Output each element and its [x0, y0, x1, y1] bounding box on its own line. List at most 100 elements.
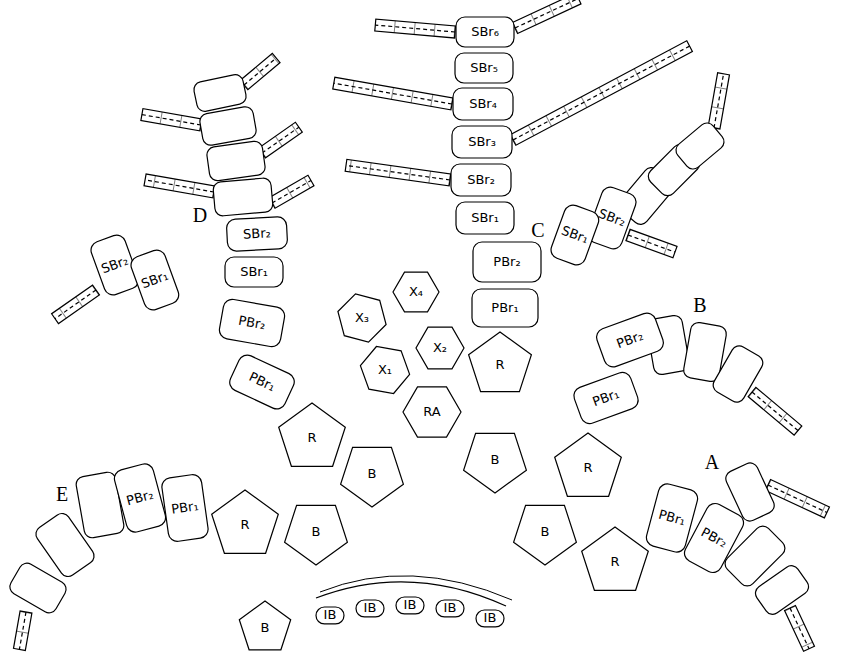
plate-label: X₂: [433, 341, 447, 356]
plate-label: B: [312, 525, 321, 540]
plate-outline: [514, 505, 577, 565]
plate-label: R: [583, 461, 592, 476]
plate-outline: [393, 272, 439, 312]
plate: SBr₁: [224, 256, 284, 288]
plate: X₄: [392, 268, 440, 316]
plate-outline: [436, 600, 464, 617]
plate-outline: [227, 352, 297, 412]
plate-label: SBr₃: [468, 135, 496, 150]
plate-outline: [594, 311, 666, 370]
groove-line: [262, 127, 299, 153]
plate: R: [466, 331, 534, 399]
plate-outline: [473, 242, 541, 282]
ray-letter: B: [693, 295, 706, 315]
plate-outline: [456, 202, 514, 234]
plate: R: [209, 489, 281, 561]
pinnule-segment: [748, 387, 802, 435]
plate: B: [511, 498, 579, 566]
plate-label: PBr₁: [491, 301, 518, 316]
plate: SBr₆: [455, 16, 515, 48]
ray-letter: C: [531, 220, 544, 240]
plate-label: IB: [324, 608, 337, 623]
plate-outline: [225, 257, 283, 287]
pinnule: [333, 77, 453, 110]
plate-outline: [316, 607, 344, 624]
plate: SBr₄: [452, 87, 514, 121]
plate: SBr₁: [127, 246, 182, 313]
plate: IB: [355, 599, 385, 618]
plate-outline: [455, 53, 513, 83]
plate: X₂: [415, 323, 465, 373]
plate-label: SBr₄: [469, 97, 497, 112]
pinnule: [510, 41, 692, 145]
plate-outline: [472, 289, 538, 327]
plate-outline: [356, 600, 384, 617]
plate-outline: [226, 216, 288, 251]
pinnule: [259, 122, 303, 158]
groove-line: [714, 74, 724, 128]
pinnule: [13, 611, 31, 651]
brachial-plate: [673, 120, 728, 173]
plate-outline: [285, 505, 348, 565]
pinnule-segment: [259, 122, 303, 158]
plate-label: SBr₆: [471, 25, 499, 40]
plate-outline: [464, 433, 527, 493]
plate: B: [338, 440, 406, 508]
plate: IB: [315, 606, 345, 625]
plate: SBr₂: [450, 163, 512, 197]
groove-line: [628, 235, 675, 252]
groove-line: [19, 612, 26, 649]
plate-outline: [549, 203, 602, 268]
pinnule-segment: [765, 480, 829, 518]
plate-outline: [112, 462, 167, 534]
groove-line: [346, 165, 450, 180]
plate-label: RA: [423, 405, 440, 420]
plate-outline: [476, 610, 504, 627]
brachial-plate: [7, 560, 69, 615]
groove-line: [145, 180, 214, 192]
plate: R: [276, 402, 348, 474]
plate-outline: [360, 347, 409, 394]
ray-letter: E: [56, 484, 68, 504]
plate: SBr₅: [454, 52, 514, 84]
pinnule-segment: [512, 0, 581, 33]
plate-outline: [341, 447, 404, 507]
plate-label: R: [240, 518, 249, 533]
plate: PBr₂: [217, 297, 287, 349]
plate-outline: [239, 601, 290, 650]
pinnule: [626, 229, 677, 257]
plate: SBr₂: [225, 215, 289, 252]
plate-label: X₄: [409, 285, 423, 300]
groove-line: [142, 115, 201, 125]
plate-label: B: [261, 621, 270, 636]
plate-label: B: [368, 467, 377, 482]
brachial-plates: [7, 73, 812, 617]
plate: SBr₁: [547, 201, 602, 268]
pinnules: [13, 0, 829, 651]
plate: IB: [395, 596, 425, 615]
pinnule-segment: [269, 175, 314, 208]
plate: SBr₃: [451, 125, 513, 159]
pinnule-segment: [510, 41, 692, 145]
plate-label: R: [610, 555, 619, 570]
groove-line: [513, 46, 690, 140]
groove-line: [752, 392, 798, 431]
plate-outline: [469, 332, 532, 392]
brachial-plate: [752, 563, 811, 618]
plate-label: R: [307, 431, 316, 446]
brachial-plate: [33, 510, 97, 579]
plate-label: IB: [444, 601, 457, 616]
groove-line: [55, 290, 96, 319]
plate-label: IB: [364, 601, 377, 616]
pinnule-segment: [144, 174, 215, 198]
pinnule: [785, 605, 815, 651]
plate: B: [461, 426, 529, 494]
plate: B: [282, 498, 350, 566]
pinnule: [269, 175, 314, 208]
brachial-plate: [213, 178, 274, 217]
plate-label: X₃: [355, 311, 369, 326]
pinnule: [765, 480, 829, 518]
pinnule-segment: [375, 19, 456, 38]
pinnule: [375, 19, 456, 38]
